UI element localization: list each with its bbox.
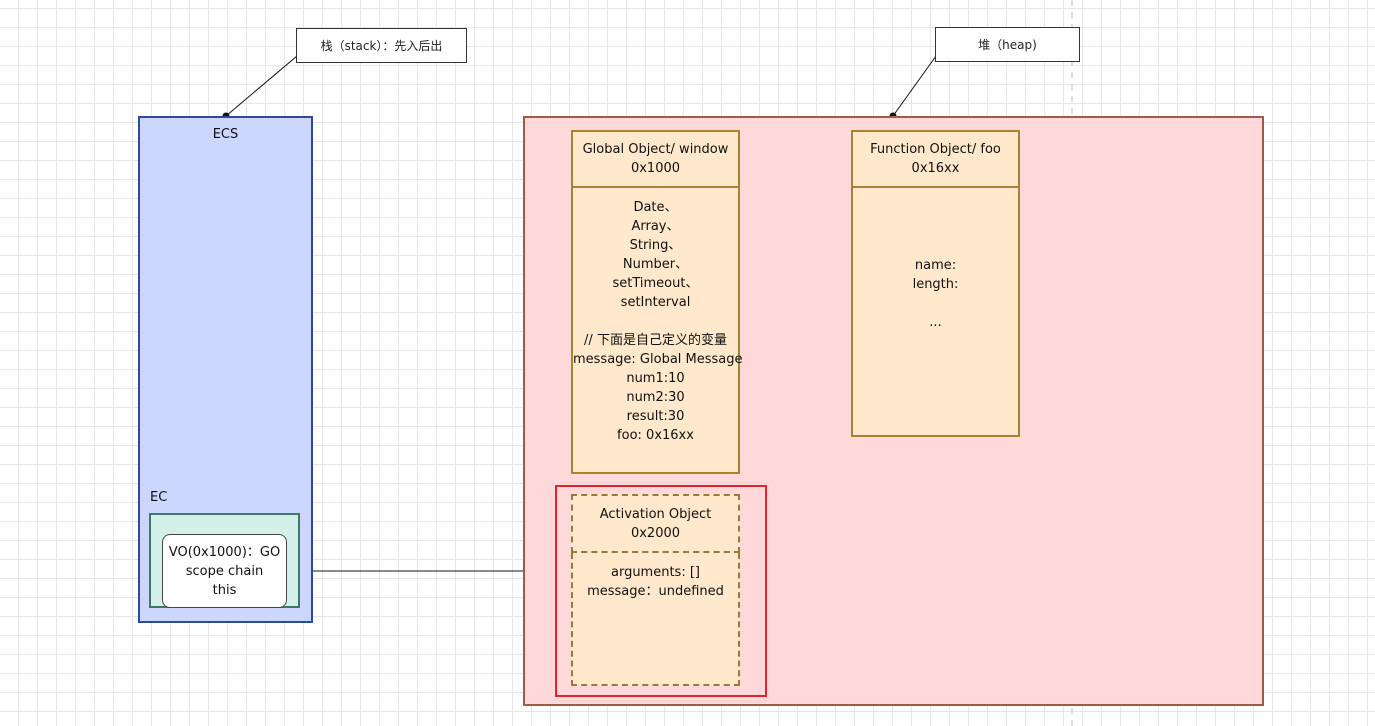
stack-callout-text: 栈（stack）：先入后出: [320, 39, 443, 53]
global-object-address: 0x1000: [630, 161, 681, 176]
activation-object-body: arguments: [] message：undefined: [571, 553, 740, 686]
go-line: message: Global Message: [573, 352, 743, 367]
variable-object-box: VO(0x1000)：GO scope chain this: [162, 534, 287, 608]
function-object-header: Function Object/ foo 0x16xx: [851, 130, 1020, 188]
fo-blank-line: [853, 294, 1018, 313]
function-object-title: Function Object/ foo: [870, 142, 1001, 157]
fo-line: name:: [914, 258, 957, 273]
go-line: num1:10: [626, 371, 685, 386]
global-object-header: Global Object/ window 0x1000: [571, 130, 740, 188]
heap-callout: 堆（heap): [935, 27, 1080, 62]
activation-object-frame: [555, 485, 767, 697]
function-object-address: 0x16xx: [911, 161, 960, 176]
activation-object-address: 0x2000: [630, 525, 681, 541]
stack-callout-leader: [225, 55, 298, 117]
function-object-body: name: length: ...: [851, 188, 1020, 437]
ecs-title: ECS: [212, 127, 239, 142]
go-blank-line: [573, 312, 738, 331]
stack-callout: 栈（stack）：先入后出: [296, 28, 467, 63]
scope-chain-line: scope chain: [185, 563, 264, 579]
heap-callout-text: 堆（heap): [978, 38, 1037, 52]
fo-line: length:: [912, 277, 959, 292]
go-line: result:30: [626, 409, 685, 424]
go-line: num2:30: [626, 390, 685, 405]
global-object-body: Date、 Array、 String、 Number、 setTimeout、…: [571, 188, 743, 474]
go-line: setTimeout、: [612, 276, 699, 291]
ec-label: EC: [150, 490, 168, 505]
heap-callout-leader: [892, 55, 937, 117]
go-line: Date、: [633, 200, 678, 215]
ao-line: arguments: []: [610, 565, 700, 580]
this-line: this: [212, 582, 237, 598]
go-line: setInterval: [620, 295, 691, 310]
fo-line: ...: [929, 315, 942, 330]
ao-line: message：undefined: [587, 584, 724, 599]
vo-line: VO(0x1000)：GO: [168, 544, 281, 560]
go-line: String、: [629, 238, 682, 253]
activation-object-header: Activation Object 0x2000: [571, 494, 740, 553]
global-object-title: Global Object/ window: [582, 142, 729, 157]
go-line: Array、: [631, 219, 680, 234]
activation-object-title: Activation Object: [599, 506, 712, 522]
go-foo-line: foo: 0x16xx: [617, 428, 694, 443]
go-line: Number、: [622, 257, 689, 272]
go-comment-line: // 下面是自己定义的变量: [584, 333, 727, 348]
